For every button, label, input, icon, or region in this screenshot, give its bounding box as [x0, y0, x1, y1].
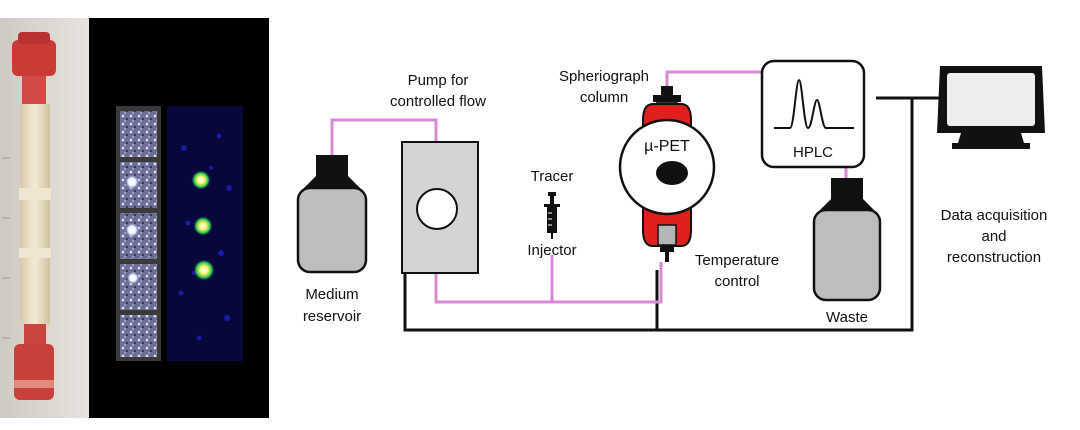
flow-schematic: Pump for controlled flow Medium reservoi… [296, 59, 1048, 332]
temperature-label-line2: control [714, 273, 759, 290]
pump [401, 141, 479, 274]
column-label-line1: Spheriograph [559, 68, 649, 85]
data-acquisition-label-line3: reconstruction [947, 249, 1041, 266]
computer-monitor-icon [937, 66, 1045, 149]
medium-label-line2: reservoir [303, 308, 361, 325]
temperature-label-line1: Temperature [695, 252, 779, 269]
signal-wiring [403, 96, 940, 332]
pet-label: µ-PET [644, 138, 690, 155]
data-acquisition-label-line1: Data acquisition [941, 207, 1048, 224]
waste-label: Waste [826, 309, 868, 326]
column-photo [0, 18, 89, 418]
medium-reservoir-bottle [296, 155, 368, 274]
hplc-label: HPLC [793, 144, 833, 161]
injector-label: Injector [527, 242, 576, 259]
autoradiography-slices [120, 111, 157, 357]
medium-label-line1: Medium [305, 286, 358, 303]
syringe-icon [544, 192, 560, 239]
pet-hotspots [191, 170, 215, 281]
pump-label-line2: controlled flow [390, 93, 486, 110]
hplc-unit [760, 59, 866, 169]
waste-bottle [812, 178, 882, 302]
pet-scan-images [89, 18, 269, 418]
pump-label-line1: Pump for [408, 72, 469, 89]
pet-scanner-ring [618, 118, 716, 216]
column-label-line2: column [580, 89, 628, 106]
chromatogram-icon [774, 78, 854, 130]
tracer-label: Tracer [531, 168, 574, 185]
data-acquisition-label-line2: and [981, 228, 1006, 245]
